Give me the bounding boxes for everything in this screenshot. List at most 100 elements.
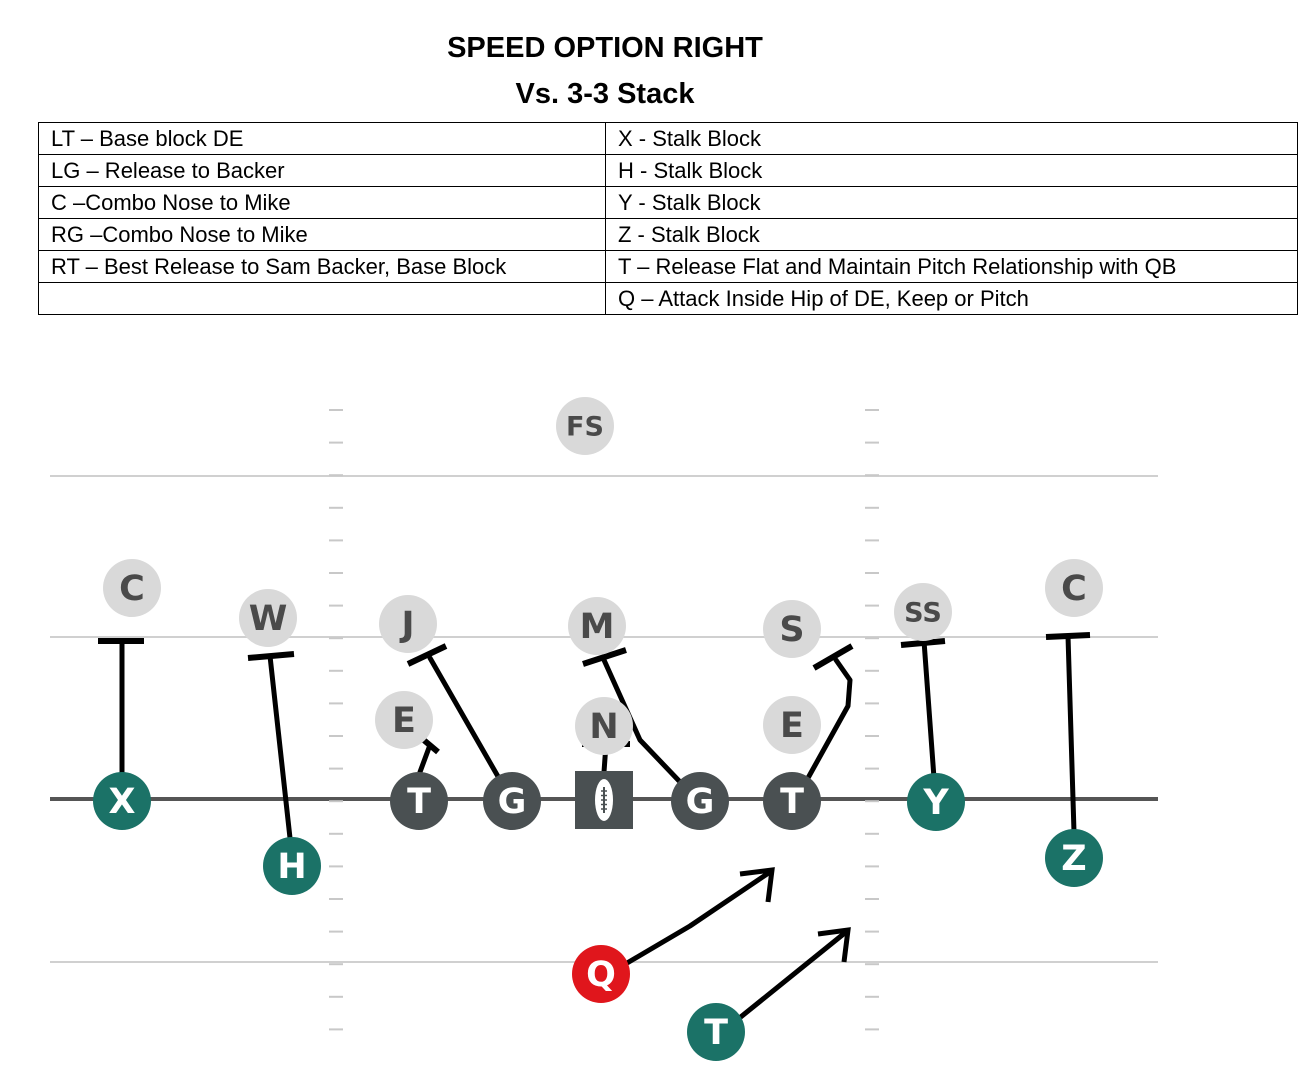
defender-m: M <box>568 597 626 655</box>
defender-marker <box>556 397 614 455</box>
player-marker <box>263 837 321 895</box>
defender-label: C <box>119 569 145 609</box>
defender-n: N <box>575 697 633 755</box>
route-line <box>417 742 433 775</box>
route-line <box>427 655 503 783</box>
defender-marker <box>575 697 633 755</box>
route-line <box>267 653 293 841</box>
defender-c-left: C <box>103 559 161 617</box>
defender-marker <box>379 595 437 653</box>
table-row: Q – Attack Inside Hip of DE, Keep or Pit… <box>38 282 1298 315</box>
defender-label: J <box>399 605 414 645</box>
player-marker <box>572 945 630 1003</box>
player-label: G <box>686 782 715 822</box>
defender-fs: FS <box>556 397 614 455</box>
defender-e-right: E <box>763 696 821 754</box>
defender-label: SS <box>904 598 942 629</box>
player-label: H <box>277 847 306 887</box>
defender-marker <box>1045 559 1103 617</box>
defender-e-left: E <box>375 691 433 749</box>
defender-marker <box>894 583 952 641</box>
player-x: X <box>93 772 151 830</box>
defender-label: E <box>780 706 804 746</box>
player-t-back: T <box>687 1003 745 1061</box>
defender-c-right: C <box>1045 559 1103 617</box>
defender-marker <box>239 589 297 647</box>
route-line <box>921 638 937 781</box>
player-y: Y <box>907 773 965 831</box>
player-label: G <box>498 782 527 822</box>
table-row: C –Combo Nose to Mike Y - Stalk Block <box>38 186 1298 219</box>
player-marker <box>93 772 151 830</box>
defender-marker <box>568 597 626 655</box>
route-line <box>1065 633 1077 835</box>
defender-marker <box>763 600 821 658</box>
player-marker <box>763 772 821 830</box>
block-bar <box>582 647 627 667</box>
player-h: H <box>263 837 321 895</box>
route-line <box>729 929 849 1027</box>
block-bar <box>1045 632 1091 640</box>
block-bar <box>900 638 946 648</box>
defender-label: N <box>589 707 618 747</box>
player-marker <box>483 772 541 830</box>
table-row: LT – Base block DE X - Stalk Block <box>38 122 1298 155</box>
player-rt: T <box>763 772 821 830</box>
defender-label: W <box>249 599 288 639</box>
table-cell: RG –Combo Nose to Mike <box>38 218 606 251</box>
defender-label: M <box>580 607 615 647</box>
player-rg: G <box>671 772 729 830</box>
player-label: T <box>704 1013 728 1053</box>
table-cell: LT – Base block DE <box>38 122 606 155</box>
defender-marker <box>103 559 161 617</box>
route-line <box>601 657 685 787</box>
player-marker <box>907 773 965 831</box>
defender-ss: SS <box>894 583 952 641</box>
player-label: Z <box>1061 839 1086 879</box>
table-cell: Y - Stalk Block <box>605 186 1298 219</box>
player-q: Q <box>572 945 630 1003</box>
player-marker <box>390 772 448 830</box>
player-z: Z <box>1045 829 1103 887</box>
player-label: Q <box>586 955 616 995</box>
assignment-table: LT – Base block DE X - Stalk Block LG – … <box>38 122 1298 315</box>
route-line <box>619 869 773 969</box>
table-row: RT – Best Release to Sam Backer, Base Bl… <box>38 250 1298 283</box>
table-cell: C –Combo Nose to Mike <box>38 186 606 219</box>
defender-marker <box>763 696 821 754</box>
player-label: X <box>109 782 136 822</box>
table-cell <box>38 282 606 315</box>
player-label: T <box>780 782 804 822</box>
player-center <box>575 771 633 829</box>
route-line <box>805 657 853 781</box>
defender-w: W <box>239 589 297 647</box>
block-bar <box>406 643 448 667</box>
defender-marker <box>375 691 433 749</box>
block-bar <box>247 651 295 661</box>
player-label: Y <box>922 783 949 823</box>
player-marker <box>671 772 729 830</box>
football-icon <box>595 779 613 821</box>
defender-s: S <box>763 600 821 658</box>
defender-label: S <box>779 610 804 650</box>
defender-label: E <box>392 701 416 741</box>
player-label: T <box>407 782 431 822</box>
block-bar <box>812 643 854 671</box>
table-cell: Q – Attack Inside Hip of DE, Keep or Pit… <box>605 282 1298 315</box>
table-row: RG –Combo Nose to Mike Z - Stalk Block <box>38 218 1298 251</box>
table-cell: RT – Best Release to Sam Backer, Base Bl… <box>38 250 606 283</box>
table-cell: T – Release Flat and Maintain Pitch Rela… <box>605 250 1298 283</box>
table-cell: X - Stalk Block <box>605 122 1298 155</box>
arrow-head <box>817 927 851 963</box>
defender-j: J <box>379 595 437 653</box>
defender-label: FS <box>566 412 604 443</box>
play-title: SPEED OPTION RIGHT <box>447 32 763 64</box>
player-marker <box>687 1003 745 1061</box>
player-lg: G <box>483 772 541 830</box>
player-lt: T <box>390 772 448 830</box>
defender-label: C <box>1061 569 1087 609</box>
table-cell: Z - Stalk Block <box>605 218 1298 251</box>
play-subtitle: Vs. 3-3 Stack <box>515 78 695 110</box>
